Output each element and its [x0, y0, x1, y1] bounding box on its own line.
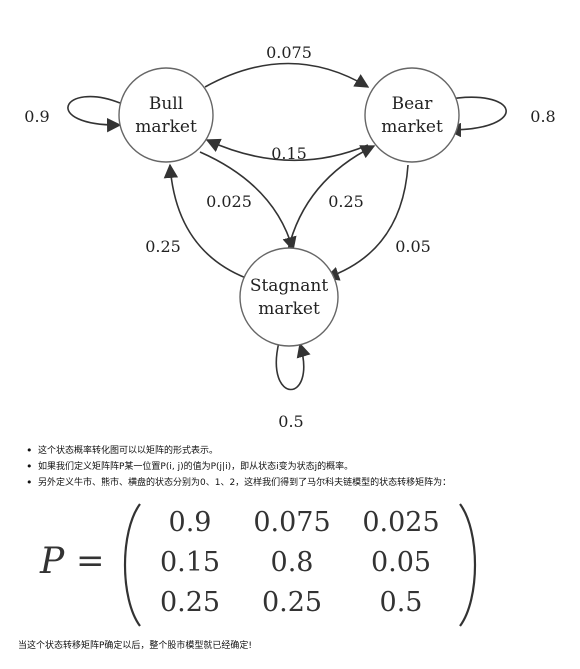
node-stagnant-market: Stagnant market — [239, 247, 339, 347]
edge-label-bear-bull: 0.15 — [271, 144, 307, 163]
matrix-cell-1-0: 0.15 — [159, 547, 221, 578]
edge-bear-self — [443, 96, 507, 138]
edge-label-bear-stagnant: 0.05 — [395, 237, 431, 256]
edge-label-bull-stagnant: 0.025 — [206, 192, 252, 211]
node-stagnant-label-1: Stagnant — [250, 276, 329, 296]
left-paren — [123, 503, 141, 627]
edge-label-bull-self: 0.9 — [24, 107, 49, 126]
matrix-equals: = — [76, 541, 105, 581]
matrix-cell-0-2: 0.025 — [362, 507, 440, 538]
matrix-cell-0-1: 0.075 — [253, 507, 331, 538]
node-bull-market: Bull market — [118, 67, 214, 163]
edge-label-bear-self: 0.8 — [530, 107, 555, 126]
matrix-cell-0-0: 0.9 — [168, 507, 212, 538]
bullet-item: 另外定义牛市、熊市、横盘的状态分别为0、1、2，这样我们得到了马尔科夫链模型的状… — [26, 475, 451, 491]
edge-stagnant-to-bear — [287, 145, 376, 251]
edge-bull-to-bear — [204, 62, 370, 88]
bullet-item: 这个状态概率转化图可以以矩阵的形式表示。 — [26, 443, 451, 459]
edge-label-stagnant-bear: 0.25 — [328, 192, 364, 211]
bullet-list: 这个状态概率转化图可以以矩阵的形式表示。 如果我们定义矩阵阵P某一位置P(i, … — [26, 443, 451, 491]
bullet-item: 如果我们定义矩阵阵P某一位置P(i, j)的值为P(j|i)，即从状态i变为状态… — [26, 459, 451, 475]
edge-bear-to-bull — [205, 138, 369, 162]
node-bull-label-2: market — [135, 117, 197, 137]
edge-label-stagnant-self: 0.5 — [278, 412, 303, 431]
markov-state-diagram: Bull market Bear market Stagnant market … — [24, 43, 555, 431]
matrix-cell-1-1: 0.8 — [270, 547, 314, 578]
edge-bear-to-stagnant — [324, 164, 409, 281]
edge-stagnant-self — [275, 341, 311, 391]
edge-bull-to-stagnant — [199, 151, 297, 252]
node-bull-label-1: Bull — [149, 94, 183, 114]
node-bear-label-1: Bear — [392, 94, 434, 114]
node-bear-market: Bear market — [364, 67, 460, 163]
node-bear-label-2: market — [381, 117, 443, 137]
matrix-cell-2-2: 0.5 — [379, 587, 423, 618]
matrix-cell-2-0: 0.25 — [159, 587, 221, 618]
footer-text: 当这个状态转移矩阵P确定以后，整个股市模型就已经确定! — [18, 641, 253, 651]
edge-bull-self — [67, 95, 122, 133]
matrix-cell-2-1: 0.25 — [261, 587, 323, 618]
transition-matrix: P = 0.9 0.075 0.025 0.15 0.8 0.05 0.25 0… — [0, 497, 580, 632]
right-paren — [459, 503, 477, 627]
matrix-cell-1-2: 0.05 — [370, 547, 432, 578]
node-stagnant-label-2: market — [258, 299, 320, 319]
matrix-symbol: P — [40, 541, 65, 582]
edge-stagnant-to-bull — [163, 163, 247, 279]
edge-label-bull-bear: 0.075 — [266, 43, 312, 62]
edge-label-stagnant-bull: 0.25 — [145, 237, 181, 256]
